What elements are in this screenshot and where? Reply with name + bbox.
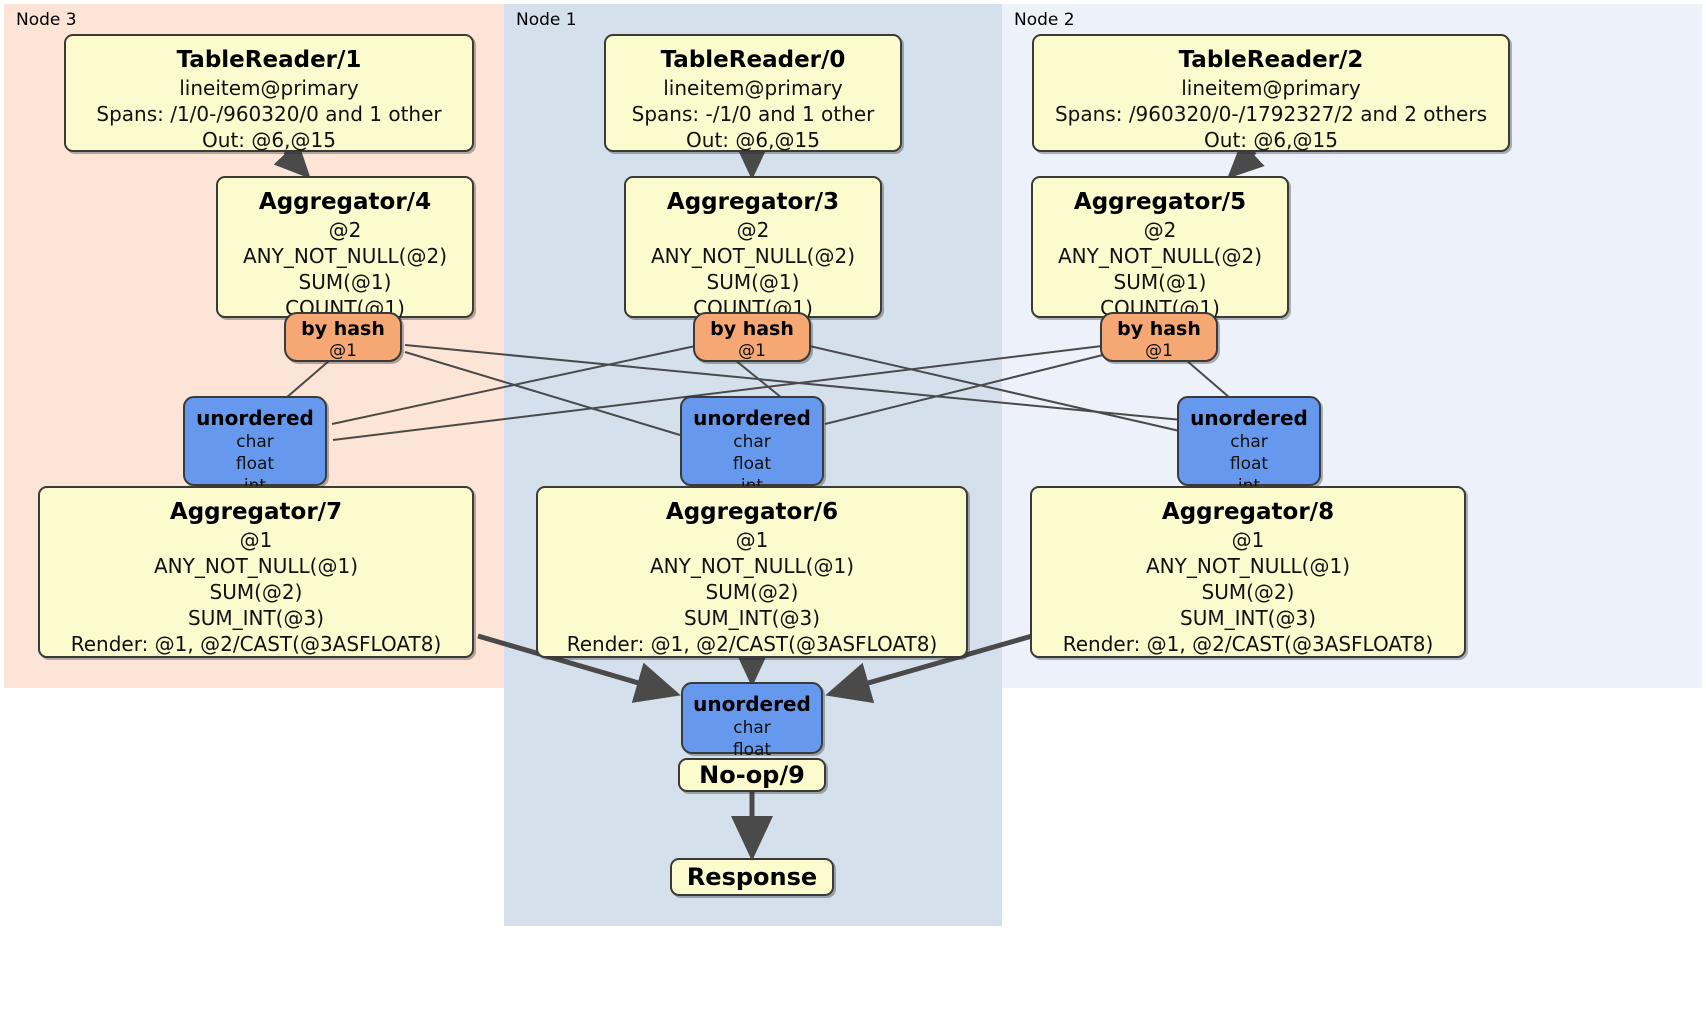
processor-line: Render: @1, @2/CAST(@3ASFLOAT8) [70, 632, 442, 656]
processor-aggregator-5[interactable]: Aggregator/5 @2 ANY_NOT_NULL(@2) SUM(@1)… [1031, 176, 1289, 320]
processor-line: ANY_NOT_NULL(@2) [243, 244, 447, 268]
processor-line: SUM(@2) [705, 580, 799, 604]
processor-line: Out: @6,@15 [202, 128, 336, 152]
synchronizer-title: unordered [1190, 406, 1308, 430]
processor-title: Aggregator/5 [1073, 189, 1247, 215]
node-label-node1: Node 1 [516, 10, 577, 30]
processor-title: TableReader/1 [176, 47, 362, 73]
processor-line: @2 [1143, 218, 1177, 242]
synchronizer-title: unordered [693, 406, 811, 430]
processor-line: @2 [736, 218, 770, 242]
router-line: @1 [1145, 341, 1173, 361]
synchronizer-line: float [732, 740, 772, 760]
processor-table-reader-0[interactable]: TableReader/0 lineitem@primary Spans: -/… [604, 34, 902, 152]
processor-aggregator-7[interactable]: Aggregator/7 @1 ANY_NOT_NULL(@1) SUM(@2)… [38, 486, 474, 658]
synchronizer-line: float [1229, 454, 1269, 474]
processor-line: ANY_NOT_NULL(@1) [154, 554, 358, 578]
processor-line: SUM_INT(@3) [684, 606, 820, 630]
router-by-hash-left[interactable]: by hash @1 [284, 312, 402, 362]
node-label-node2: Node 2 [1014, 10, 1075, 30]
synchronizer-unordered-final[interactable]: unordered char float [681, 682, 823, 760]
router-by-hash-right[interactable]: by hash @1 [1100, 312, 1218, 362]
synchronizer-line: char [1230, 432, 1268, 452]
processor-line: Out: @6,@15 [1204, 128, 1338, 152]
synchronizer-line: char [733, 432, 771, 452]
processor-line: SUM_INT(@3) [188, 606, 324, 630]
processor-aggregator-4[interactable]: Aggregator/4 @2 ANY_NOT_NULL(@2) SUM(@1)… [216, 176, 474, 320]
processor-title: Response [686, 863, 818, 891]
processor-line: Spans: /1/0-/960320/0 and 1 other [96, 102, 442, 126]
node-label-node3: Node 3 [16, 10, 77, 30]
processor-line: SUM(@1) [298, 270, 392, 294]
processor-title: TableReader/2 [1178, 47, 1364, 73]
processor-table-reader-1[interactable]: TableReader/1 lineitem@primary Spans: /1… [64, 34, 474, 152]
router-line: @1 [329, 341, 357, 361]
synchronizer-line: float [732, 454, 772, 474]
router-line: @1 [738, 341, 766, 361]
processor-line: @1 [1231, 528, 1265, 552]
synchronizer-unordered-middle[interactable]: unordered char float int [680, 396, 824, 496]
processor-line: @1 [239, 528, 273, 552]
router-title: by hash [301, 318, 385, 340]
processor-line: ANY_NOT_NULL(@2) [1058, 244, 1262, 268]
processor-line: Spans: /960320/0-/1792327/2 and 2 others [1054, 102, 1487, 126]
synchronizer-line: char [236, 432, 274, 452]
processor-line: @1 [735, 528, 769, 552]
processor-aggregator-6[interactable]: Aggregator/6 @1 ANY_NOT_NULL(@1) SUM(@2)… [536, 486, 968, 658]
processor-line: ANY_NOT_NULL(@1) [1146, 554, 1350, 578]
processor-table-reader-2[interactable]: TableReader/2 lineitem@primary Spans: /9… [1032, 34, 1510, 152]
processor-line: lineitem@primary [663, 76, 843, 100]
processor-title: Aggregator/8 [1161, 499, 1335, 525]
router-title: by hash [1117, 318, 1201, 340]
processor-line: Render: @1, @2/CAST(@3ASFLOAT8) [1062, 632, 1434, 656]
processor-line: SUM(@2) [209, 580, 303, 604]
processor-aggregator-8[interactable]: Aggregator/8 @1 ANY_NOT_NULL(@1) SUM(@2)… [1030, 486, 1466, 658]
processor-line: ANY_NOT_NULL(@2) [651, 244, 855, 268]
processor-title: Aggregator/3 [666, 189, 840, 215]
processor-line: @2 [328, 218, 362, 242]
processor-line: ANY_NOT_NULL(@1) [650, 554, 854, 578]
processor-aggregator-3[interactable]: Aggregator/3 @2 ANY_NOT_NULL(@2) SUM(@1)… [624, 176, 882, 320]
processor-line: SUM_INT(@3) [1180, 606, 1316, 630]
processor-line: SUM(@1) [706, 270, 800, 294]
processor-response[interactable]: Response [670, 858, 834, 896]
processor-title: No-op/9 [699, 761, 805, 789]
processor-line: Spans: -/1/0 and 1 other [631, 102, 875, 126]
router-by-hash-middle[interactable]: by hash @1 [693, 312, 811, 362]
synchronizer-line: float [235, 454, 275, 474]
synchronizer-title: unordered [196, 406, 314, 430]
processor-line: Render: @1, @2/CAST(@3ASFLOAT8) [566, 632, 938, 656]
processor-line: lineitem@primary [1181, 76, 1361, 100]
processor-title: Aggregator/4 [258, 189, 432, 215]
processor-title: Aggregator/7 [169, 499, 343, 525]
processor-noop-9[interactable]: No-op/9 [678, 758, 826, 792]
synchronizer-line: char [733, 718, 771, 738]
processor-title: TableReader/0 [660, 47, 846, 73]
processor-title: Aggregator/6 [665, 499, 839, 525]
processor-line: Out: @6,@15 [686, 128, 820, 152]
processor-line: SUM(@1) [1113, 270, 1207, 294]
synchronizer-unordered-left[interactable]: unordered char float int [183, 396, 327, 496]
synchronizer-title: unordered [693, 692, 811, 716]
processor-line: SUM(@2) [1201, 580, 1295, 604]
processor-line: lineitem@primary [179, 76, 359, 100]
router-title: by hash [710, 318, 794, 340]
synchronizer-unordered-right[interactable]: unordered char float int [1177, 396, 1321, 496]
